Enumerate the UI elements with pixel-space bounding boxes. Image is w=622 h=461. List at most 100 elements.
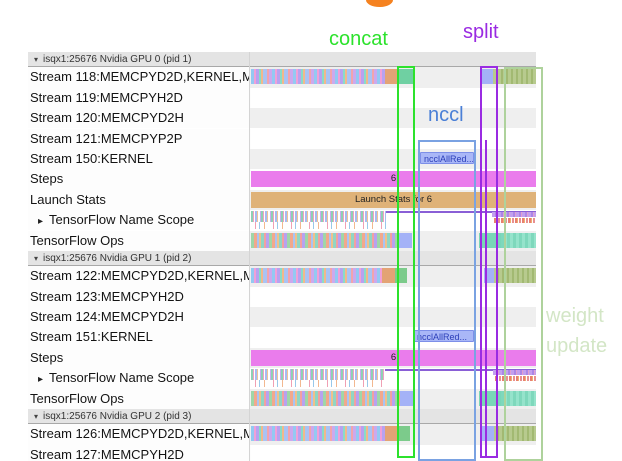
nccl-annotation-box — [418, 140, 476, 461]
trace-bar-hline[interactable] — [385, 369, 536, 372]
split-inner-line — [485, 140, 487, 458]
row-label-text: Stream 121:MEMCPYP2P — [30, 130, 183, 146]
row-label: Stream 118:MEMCPYD2D,KERNEL,ME — [28, 67, 251, 88]
timeline-lane — [250, 67, 536, 88]
trace-bar-hline[interactable] — [386, 211, 536, 214]
split-annotation-label: split — [463, 21, 499, 43]
section-header-label: isqx1:25676 Nvidia GPU 2 (pid 3) — [43, 410, 192, 422]
trace-bar-scope_seg[interactable] — [492, 212, 536, 218]
row-label-text: Stream 120:MEMCPYD2H — [30, 110, 184, 126]
row-label: Steps — [28, 347, 251, 369]
trace-bar-redticks[interactable] — [494, 218, 536, 224]
trace-bar-ticks[interactable] — [251, 369, 385, 381]
row-label-text: Stream 151:KERNEL — [30, 329, 153, 345]
trace-bar-solid[interactable] — [480, 69, 493, 85]
row-label: Stream 120:MEMCPYD2H — [28, 108, 251, 129]
section-header-label: isqx1:25676 Nvidia GPU 1 (pid 2) — [43, 252, 192, 264]
trace-bar-bigbar[interactable]: 6 — [251, 171, 536, 188]
trace-bar-solid[interactable] — [397, 426, 410, 442]
trace-bar-solid[interactable] — [385, 69, 397, 85]
trace-bar-solid[interactable] — [382, 268, 395, 284]
row-label-text: Stream 123:MEMCPYH2D — [30, 288, 184, 304]
timeline-lane — [250, 266, 536, 287]
timeline-lane — [250, 388, 536, 409]
expander-arrow-icon[interactable]: ▸ — [38, 374, 44, 386]
row-label: Stream 126:MEMCPYD2D,KERNEL,MI — [28, 424, 251, 445]
trace-bar-ticks[interactable] — [251, 211, 386, 223]
trace-bar-tealstripe[interactable] — [501, 390, 536, 406]
trace-bar-multistripe[interactable] — [251, 69, 385, 85]
trace-bar-solid[interactable] — [397, 69, 413, 85]
section-header-gpu-1[interactable]: ▾ isqx1:25676 Nvidia GPU 1 (pid 2) — [28, 250, 536, 267]
row-label-text: Launch Stats — [30, 191, 106, 207]
trace-bar-tealstripe[interactable] — [501, 232, 536, 248]
trace-bar-multistripe2[interactable] — [251, 232, 399, 248]
trace-bar-solid[interactable] — [484, 268, 494, 284]
trace-bar-solid[interactable] — [479, 232, 501, 248]
collapse-triangle-icon[interactable]: ▾ — [34, 411, 39, 421]
row-label-text: TensorFlow Ops — [30, 232, 124, 248]
collapse-triangle-icon[interactable]: ▾ — [34, 253, 39, 263]
trace-bar-drips[interactable] — [251, 380, 385, 388]
row-label[interactable]: ▸ TensorFlow Name Scope — [28, 210, 249, 231]
concat-annotation-label: concat — [329, 28, 388, 50]
nccl-annotation-label: nccl — [428, 104, 464, 126]
row-label[interactable]: ▸ TensorFlow Name Scope — [28, 368, 249, 389]
timeline-lane: 6 — [250, 347, 536, 369]
section-header-gpu-2[interactable]: ▾ isqx1:25676 Nvidia GPU 2 (pid 3) — [28, 409, 536, 425]
trace-event[interactable]: ncclAllRed... — [420, 151, 474, 164]
row-label-text: TensorFlow Ops — [30, 390, 124, 406]
row-label-text: Stream 150:KERNEL — [30, 150, 153, 166]
row-label: Stream 150:KERNEL — [28, 148, 251, 170]
row-label: TensorFlow Ops — [28, 230, 251, 251]
trace-bar-solid[interactable] — [479, 390, 501, 406]
expander-arrow-icon[interactable]: ▸ — [38, 216, 44, 228]
timeline-lane — [250, 210, 536, 230]
row-label-text: Stream 127:MEMCPYH2D — [30, 446, 184, 461]
concat-annotation-box — [397, 66, 415, 458]
row-label: Stream 123:MEMCPYH2D — [28, 286, 251, 307]
timeline-lane — [250, 307, 536, 328]
trace-bar-bigbar[interactable]: Launch Stats for 6 — [251, 191, 536, 208]
orange-marker — [366, 0, 393, 7]
row-label: Stream 124:MEMCPYD2H — [28, 307, 251, 328]
row-label: Stream 122:MEMCPYD2D,KERNEL,MI — [28, 266, 251, 287]
trace-bar-bigbar[interactable]: 6 — [251, 349, 536, 366]
trace-bar-olivestripe[interactable] — [493, 69, 536, 85]
trace-bar-solid[interactable] — [399, 232, 412, 248]
weight-update-line1: weight — [546, 305, 604, 327]
row-label-text: TensorFlow Name Scope — [49, 370, 195, 386]
row-label-text: Steps — [30, 349, 64, 365]
timeline-lane — [250, 368, 536, 388]
trace-bar-redticks[interactable] — [495, 376, 536, 382]
row-label: Stream 121:MEMCPYP2P — [28, 128, 251, 149]
row-label: Launch Stats — [28, 189, 251, 211]
row-label: Stream 119:MEMCPYH2D — [28, 87, 251, 109]
timeline-lane: 6 — [250, 169, 536, 189]
row-label-text: Stream 124:MEMCPYD2H — [30, 309, 184, 324]
weight-update-annotation-box — [504, 67, 543, 461]
row-label-text: Steps — [30, 171, 64, 187]
row-label-text: Stream 119:MEMCPYH2D — [30, 89, 183, 105]
trace-bar-multistripe[interactable] — [251, 268, 382, 284]
trace-bar-solid[interactable] — [400, 390, 413, 406]
row-label: Stream 127:MEMCPYH2D — [28, 444, 251, 461]
timeline-lane: ncclAllRed... — [250, 148, 536, 170]
row-label-text: Stream 118:MEMCPYD2D,KERNEL,ME — [30, 69, 251, 85]
weight-update-annotation-label: weight update — [546, 301, 607, 361]
trace-bar-multistripe2[interactable] — [251, 390, 400, 406]
row-label: Steps — [28, 169, 251, 190]
section-header-gpu-0[interactable]: ▾ isqx1:25676 Nvidia GPU 0 (pid 1) — [28, 52, 536, 68]
trace-bar-multistripe[interactable] — [251, 426, 385, 442]
section-header-label: isqx1:25676 Nvidia GPU 0 (pid 1) — [43, 53, 192, 65]
row-label: TensorFlow Ops — [28, 388, 251, 409]
row-label: Stream 151:KERNEL — [28, 327, 251, 348]
collapse-triangle-icon[interactable]: ▾ — [34, 54, 39, 64]
weight-update-line2: update — [546, 335, 608, 357]
timeline-lane — [250, 230, 536, 251]
trace-bar-drips[interactable] — [251, 222, 386, 230]
trace-bar-solid[interactable] — [385, 426, 397, 442]
row-label-text: TensorFlow Name Scope — [49, 212, 195, 228]
trace-bar-scope_seg[interactable] — [493, 370, 536, 376]
